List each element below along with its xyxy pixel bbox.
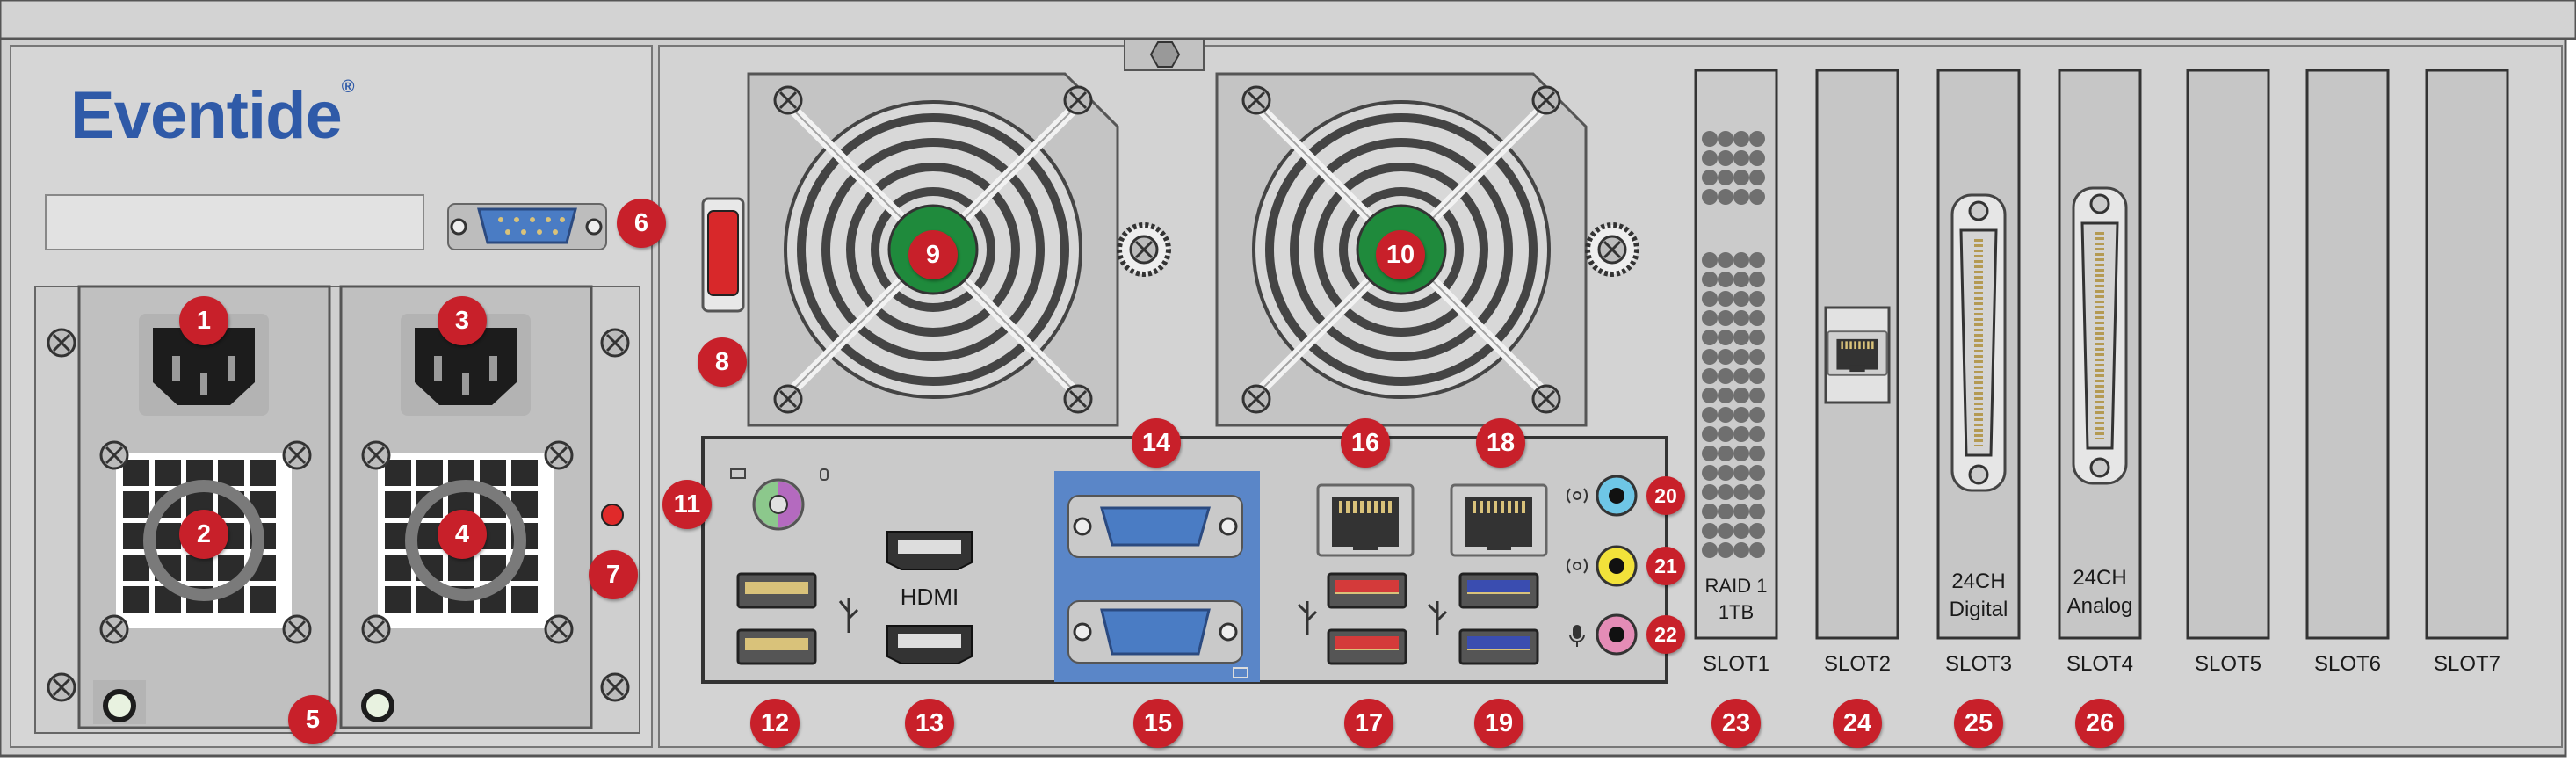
callout-12: 12 (750, 699, 800, 748)
slot2-label: SLOT2 (1823, 652, 1892, 676)
callout-25: 25 (1954, 699, 2003, 748)
mouse-icon (820, 468, 829, 481)
callout-8: 8 (698, 337, 747, 387)
callout-19: 19 (1474, 699, 1523, 748)
slot5-label: SLOT5 (2194, 652, 2262, 676)
callout-18: 18 (1476, 418, 1525, 468)
callout-2: 2 (179, 510, 228, 559)
slot7-label: SLOT7 (2433, 652, 2501, 676)
brand-logo: Eventide® (70, 77, 354, 153)
callout-16: 16 (1341, 418, 1390, 468)
callout-22: 22 (1646, 615, 1685, 654)
callout-23: 23 (1711, 699, 1761, 748)
callout-7: 7 (589, 550, 638, 599)
slot3-label: SLOT3 (1944, 652, 2013, 676)
slot1-card-line1: RAID 1 (1704, 575, 1768, 597)
callout-9: 9 (908, 230, 958, 279)
callout-13: 13 (905, 699, 954, 748)
monitor-icon (1233, 667, 1248, 678)
slot1-label: SLOT1 (1702, 652, 1770, 676)
callout-5: 5 (288, 695, 337, 744)
slot6-label: SLOT6 (2313, 652, 2382, 676)
callout-20: 20 (1646, 476, 1685, 515)
callout-10: 10 (1376, 230, 1425, 279)
slot4-label: SLOT4 (2066, 652, 2134, 676)
slot4-card-line1: 24CH (2073, 566, 2127, 590)
line-in-icon (1567, 488, 1588, 504)
slot3-card-line1: 24CH (1951, 569, 2006, 593)
slot3-card-line2: Digital (1949, 598, 2008, 621)
slot1-card-line2: 1TB (1718, 601, 1755, 623)
callout-26: 26 (2075, 699, 2124, 748)
callout-15: 15 (1133, 699, 1183, 748)
mic-icon (1569, 625, 1585, 647)
callout-21: 21 (1646, 547, 1685, 585)
slot4-card-line2: Analog (2066, 594, 2133, 618)
callout-24: 24 (1833, 699, 1882, 748)
callout-11: 11 (662, 480, 712, 529)
line-out-icon (1567, 558, 1588, 574)
keyboard-icon (730, 468, 746, 479)
usb-icon (838, 598, 859, 633)
callout-6: 6 (617, 199, 666, 248)
callout-17: 17 (1344, 699, 1393, 748)
callout-4: 4 (438, 510, 487, 559)
callout-1: 1 (179, 296, 228, 345)
hdmi-label: HDMI (900, 584, 959, 610)
callout-14: 14 (1132, 418, 1181, 468)
callout-3: 3 (438, 296, 487, 345)
